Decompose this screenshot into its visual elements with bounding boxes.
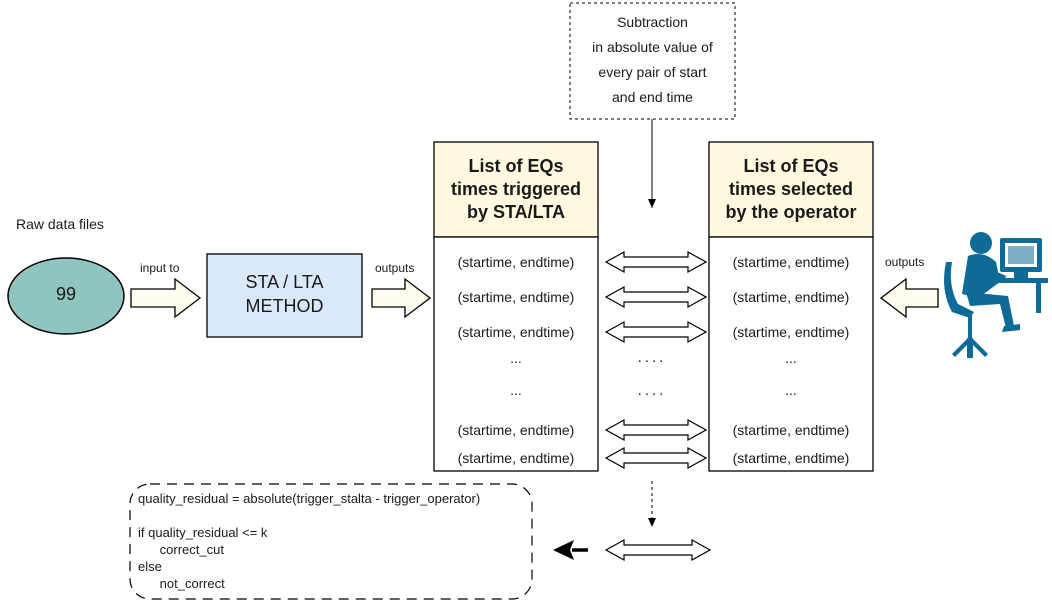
middle-dots: .... [637, 382, 667, 399]
pair-arrow-4 [604, 418, 708, 442]
operator-icon [944, 232, 1048, 358]
code-line: not_correct [138, 576, 225, 591]
pair-arrow-3 [604, 320, 708, 344]
list-operator-header-box [708, 141, 874, 238]
subtraction-box [569, 2, 736, 120]
list-operator-body-box [708, 236, 874, 472]
pair-arrow-2 [604, 285, 708, 309]
list-triggered-row: ... [510, 382, 522, 398]
list-triggered-header: List of EQs times triggered by STA/LTA [434, 155, 598, 224]
input-to-label: input to [140, 261, 180, 275]
outputs-arrow-left [371, 277, 432, 319]
list-triggered-header-box [433, 141, 599, 238]
subtraction-line-2: in absolute value of [592, 39, 713, 55]
method-label: STA / LTA METHOD [207, 270, 362, 318]
code-line: correct_cut [138, 542, 224, 557]
middle-dots: .... [637, 349, 667, 366]
code-block: quality_residual = absolute(trigger_stal… [138, 490, 480, 592]
list-operator-row: (startime, endtime) [732, 450, 850, 466]
list-operator-row: (startime, endtime) [732, 422, 850, 438]
list-triggered-row: (startime, endtime) [457, 324, 575, 340]
code-line: quality_residual = absolute(trigger_stal… [138, 491, 481, 506]
list-triggered-header-line-1: List of EQs [468, 156, 564, 176]
list-triggered-row: (startime, endtime) [457, 289, 575, 305]
list-triggered-row: (startime, endtime) [457, 254, 575, 270]
code-line: else [138, 559, 162, 574]
file-count: 99 [55, 284, 77, 304]
result-arrow [604, 538, 712, 562]
list-operator-row: ... [785, 382, 797, 398]
outputs-arrow-right [879, 277, 939, 319]
raw-data-ellipse [7, 257, 125, 335]
subtraction-line-4: and end time [612, 89, 693, 105]
list-operator-header-line-1: List of EQs [743, 156, 839, 176]
raw-data-label: Raw data files [16, 216, 104, 232]
list-operator-row: (startime, endtime) [732, 254, 850, 270]
list-triggered-row: (startime, endtime) [457, 422, 575, 438]
subtraction-text: Subtraction in absolute value of every p… [570, 10, 735, 110]
list-operator-header-line-3: by the operator [725, 202, 857, 222]
subtraction-line-3: every pair of start [598, 64, 707, 80]
outputs-right-label: outputs [885, 255, 925, 269]
pair-arrow-1 [604, 250, 708, 274]
outputs-left-label: outputs [375, 261, 415, 275]
pair-arrows [604, 250, 712, 562]
list-operator-row: ... [785, 350, 797, 366]
list-operator-header-line-2: times selected [728, 179, 854, 199]
list-operator-row: (startime, endtime) [732, 324, 850, 340]
subtraction-line-1: Subtraction [617, 14, 688, 30]
list-operator-row: (startime, endtime) [732, 289, 850, 305]
list-triggered-header-line-3: by STA/LTA [467, 202, 565, 222]
method-box [206, 253, 363, 338]
method-line-1: STA / LTA [245, 272, 324, 292]
list-triggered-body-box [433, 236, 599, 472]
list-triggered-header-line-2: times triggered [450, 179, 582, 199]
list-triggered-row: ... [510, 350, 522, 366]
method-line-2: METHOD [245, 296, 324, 316]
pair-arrow-5 [604, 446, 708, 470]
list-triggered-row: (startime, endtime) [457, 450, 575, 466]
code-line: if quality_residual <= k [138, 525, 268, 540]
input-arrow [130, 277, 202, 319]
code-line [138, 507, 480, 524]
list-operator-header: List of EQs times selected by the operat… [709, 155, 873, 224]
code-box [129, 483, 533, 600]
